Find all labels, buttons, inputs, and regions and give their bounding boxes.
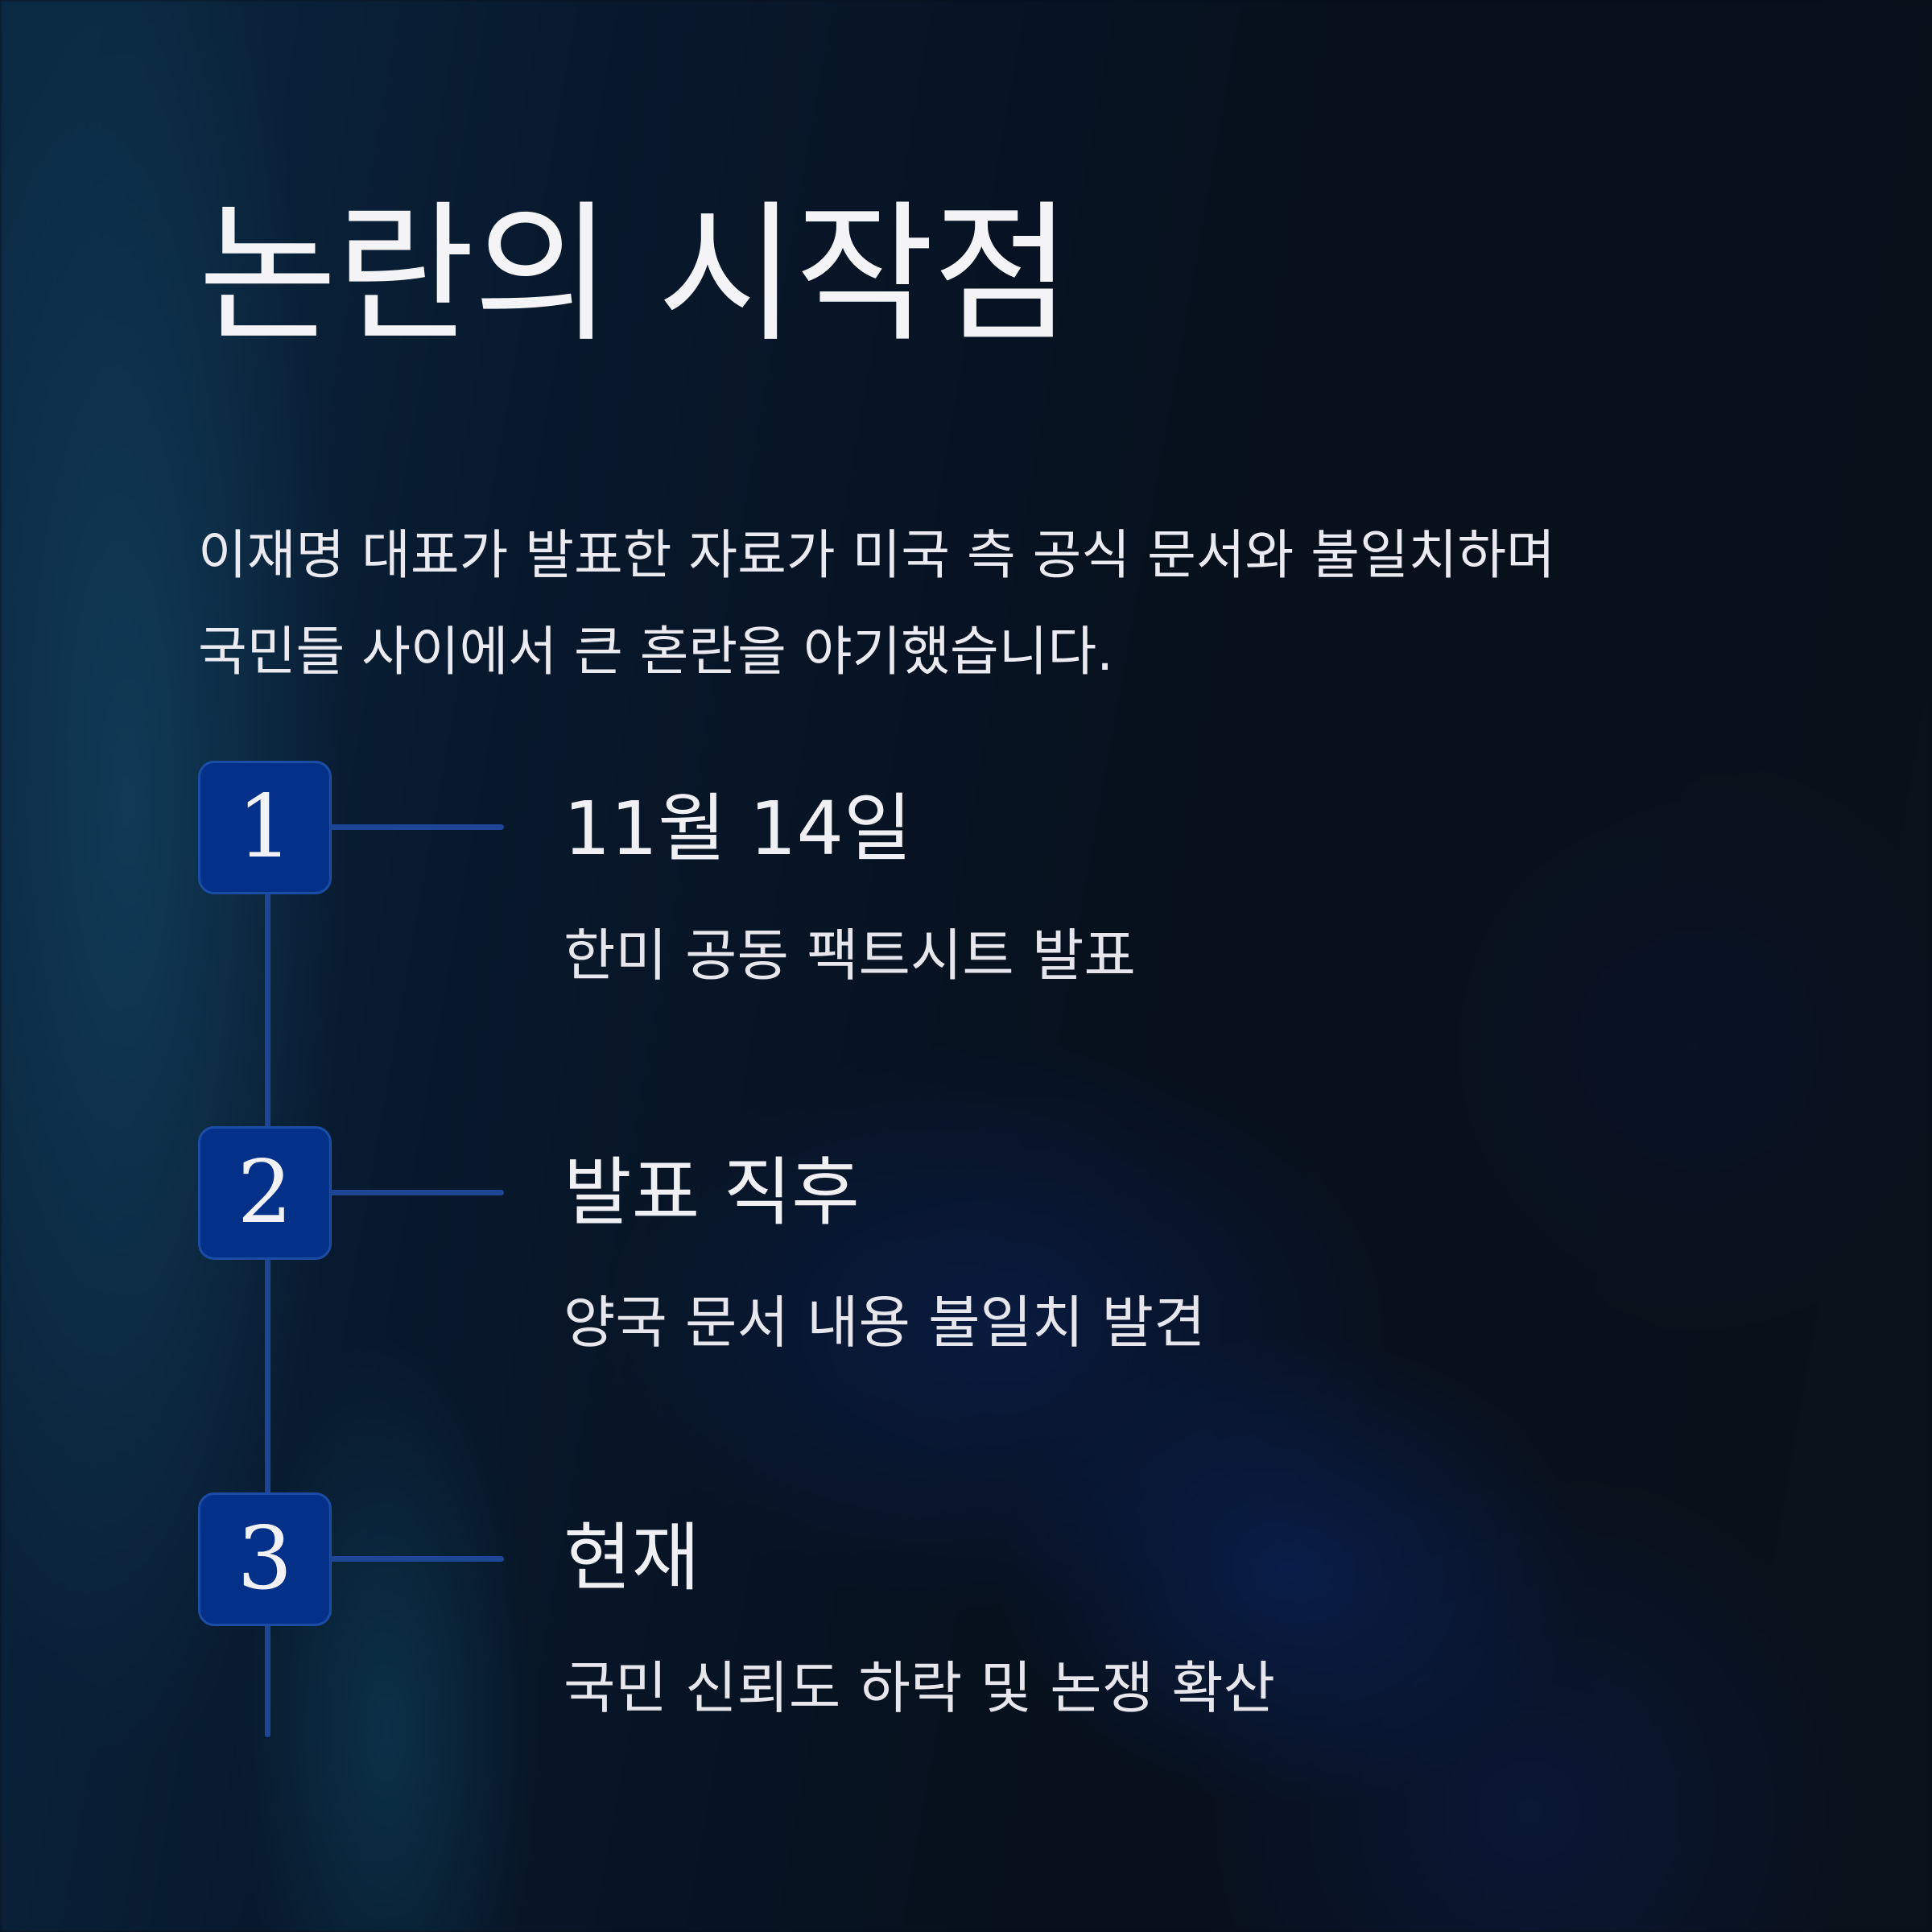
step-title-1: 11월 14일	[564, 786, 912, 872]
step-number-badge-2: 2	[198, 1126, 332, 1260]
step-description-1: 한미 공동 팩트시트 발표	[564, 923, 1136, 989]
timeline-vertical-line	[265, 829, 270, 1737]
intro-line-1: 이재명 대표가 발표한 자료가 미국 측 공식 문서와 불일치하며	[198, 524, 1555, 586]
intro-text: 이재명 대표가 발표한 자료가 미국 측 공식 문서와 불일치하며 국민들 사이…	[198, 507, 1728, 700]
intro-line-2: 국민들 사이에서 큰 혼란을 야기했습니다.	[198, 621, 1114, 683]
step-number-badge-1: 1	[198, 761, 332, 894]
step-number-badge-3: 3	[198, 1492, 332, 1626]
step-description-2: 양국 문서 내용 불일치 발견	[564, 1290, 1206, 1356]
step-connector-3	[330, 1556, 504, 1562]
step-connector-2	[330, 1190, 504, 1195]
step-description-3: 국민 신뢰도 하락 및 논쟁 확산	[564, 1655, 1276, 1721]
page-title: 논란의 시작점	[198, 187, 1072, 363]
step-title-3: 현재	[564, 1515, 700, 1601]
step-title-2: 발표 직후	[564, 1150, 860, 1236]
step-connector-1	[330, 824, 504, 830]
